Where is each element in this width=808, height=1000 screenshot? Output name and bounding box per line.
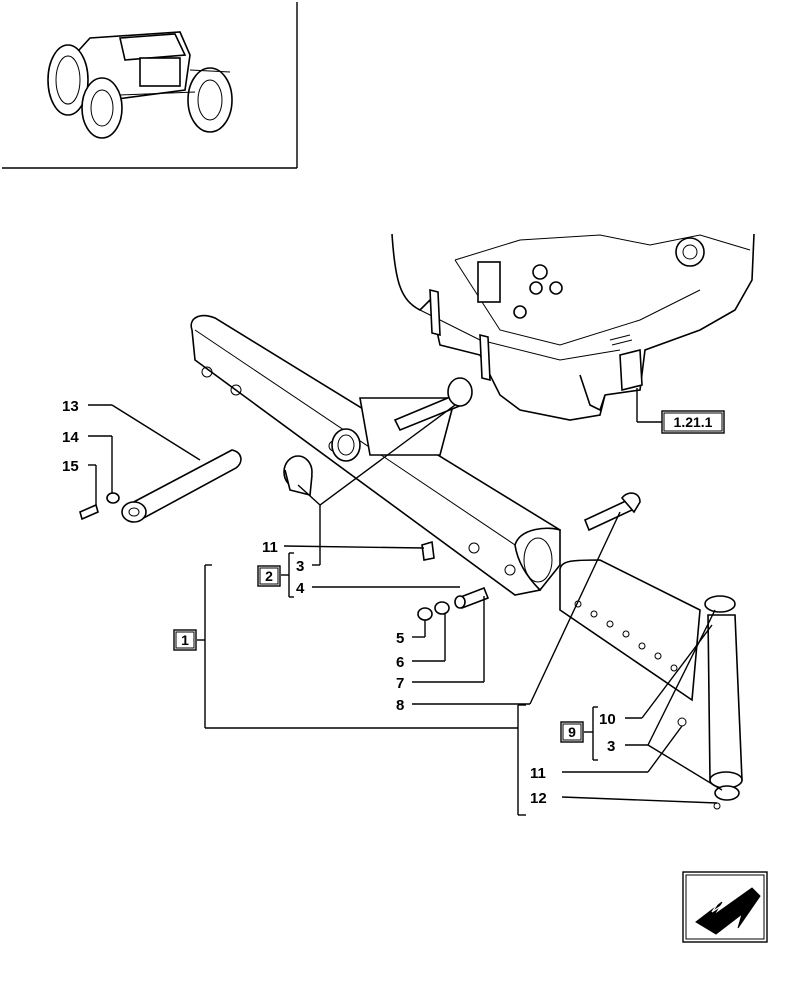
callout-2-label: 2 xyxy=(265,568,273,584)
callout-13: 13 xyxy=(62,398,79,415)
arrow-down-left-icon xyxy=(693,887,761,935)
callout-5: 5 xyxy=(396,630,404,647)
front-support-housing xyxy=(391,233,755,421)
bolt xyxy=(583,492,641,532)
callout-10: 10 xyxy=(599,711,616,728)
callout-box-1: 1 xyxy=(173,629,197,651)
callout-6: 6 xyxy=(396,654,404,671)
callout-14: 14 xyxy=(62,429,79,446)
callout-11-lower: 11 xyxy=(530,765,546,782)
axle-extension xyxy=(559,559,701,702)
callout-box-9: 9 xyxy=(560,721,584,743)
callout-4: 4 xyxy=(296,580,305,597)
previous-page-arrow-button[interactable] xyxy=(682,871,768,943)
callout-3-lower: 3 xyxy=(607,738,615,755)
tractor-thumbnail xyxy=(2,2,298,169)
leader-lines xyxy=(88,388,723,816)
callout-8: 8 xyxy=(396,697,404,714)
small-parts xyxy=(417,540,687,727)
pivot-assembly xyxy=(283,377,473,497)
reference-label: 1.21.1 xyxy=(674,414,713,430)
reference-box[interactable]: 1.21.1 xyxy=(661,410,725,434)
callout-15: 15 xyxy=(62,458,79,475)
callout-11-upper: 11 xyxy=(262,539,278,556)
callout-3-upper: 3 xyxy=(296,558,304,575)
tractor-icon xyxy=(47,31,233,139)
callout-7: 7 xyxy=(396,675,404,692)
callout-box-2: 2 xyxy=(257,565,281,587)
kingpin xyxy=(704,595,743,810)
front-pin xyxy=(79,449,242,523)
callout-9-label: 9 xyxy=(568,724,576,740)
callout-12: 12 xyxy=(530,790,547,807)
callout-1-label: 1 xyxy=(181,632,189,648)
